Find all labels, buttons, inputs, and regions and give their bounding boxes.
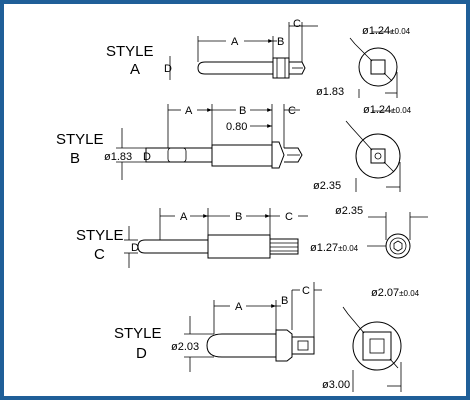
style-d-square-diameter: ø2.07±0.04	[371, 287, 420, 299]
style-c-end-diameter: ø2.35	[335, 205, 363, 217]
style-b-dim-a: A	[185, 105, 193, 117]
style-c-dim-c: C	[285, 211, 293, 223]
style-c-square-diameter: ø1.27±0.04	[310, 242, 359, 254]
style-b-end-view	[345, 110, 401, 192]
style-b-dim-b: B	[239, 105, 246, 117]
style-d-end-diameter: ø3.00	[322, 379, 350, 391]
style-d-dim-a: A	[235, 301, 243, 313]
style-d: STYLE D A B C ø2.03	[114, 282, 420, 392]
style-d-dim-c: C	[302, 285, 310, 297]
style-b: STYLE B A B C 0.80 ø1.83 D	[56, 104, 412, 192]
style-d-pin	[206, 329, 315, 362]
style-a-end-diameter: ø1.83	[316, 86, 344, 98]
style-b-label-line1: STYLE	[56, 131, 104, 148]
style-c: STYLE C A B C D	[76, 205, 428, 268]
style-d-label-line2: D	[136, 345, 147, 362]
style-b-pin	[145, 141, 303, 169]
style-a-pin	[197, 57, 306, 79]
style-d-end-view	[342, 306, 402, 392]
style-d-shaft-diameter: ø2.03	[171, 341, 199, 353]
style-c-dim-b: B	[235, 211, 242, 223]
style-c-label-line2: C	[94, 246, 105, 263]
style-a-label-line2: A	[130, 61, 140, 78]
style-c-label-line1: STYLE	[76, 227, 124, 244]
style-b-shaft-diameter: ø1.83	[104, 151, 132, 163]
style-b-square-diameter: ø1.24±0.04	[363, 104, 412, 116]
style-c-end-view	[367, 212, 428, 259]
style-a-dim-b: B	[277, 36, 284, 48]
style-c-pin	[137, 234, 299, 259]
style-b-label-line2: B	[70, 150, 80, 167]
style-c-dim-d: D	[131, 242, 139, 254]
style-a-dim-d: D	[164, 63, 172, 75]
style-b-dim-c: C	[288, 105, 296, 117]
style-a-dim-a: A	[231, 36, 239, 48]
style-a-end-view	[349, 31, 398, 98]
style-d-dim-b: B	[281, 295, 288, 307]
style-b-dim-offset: 0.80	[226, 121, 247, 133]
style-a-square-diameter: ø1.24±0.04	[362, 25, 411, 37]
style-b-end-diameter: ø2.35	[313, 180, 341, 192]
style-a-dim-c: C	[293, 18, 301, 30]
style-b-dim-d: D	[143, 151, 151, 163]
style-c-dim-a: A	[180, 211, 188, 223]
style-a-label-line1: STYLE	[106, 43, 154, 60]
style-a: STYLE A A B C D	[106, 18, 411, 98]
style-d-label-line1: STYLE	[114, 325, 162, 342]
